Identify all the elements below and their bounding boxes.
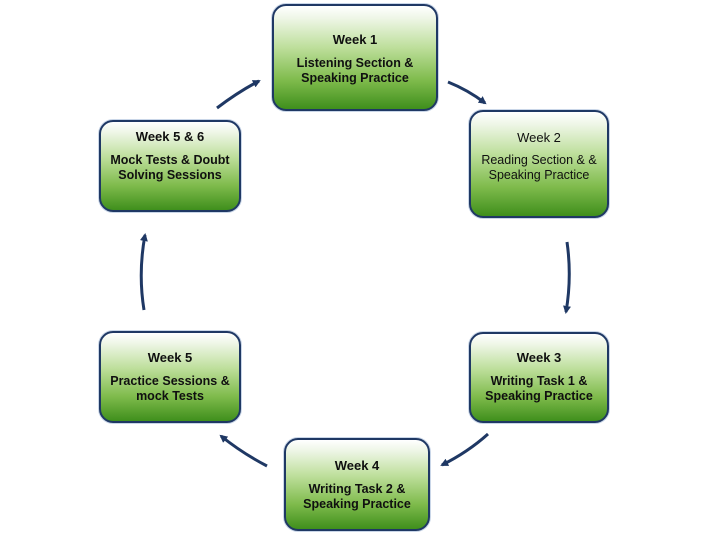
step-description: Writing Task 2 & Speaking Practice — [303, 482, 411, 511]
arrow-week1-to-week2 — [447, 80, 487, 105]
arrow-week56-to-week1 — [216, 79, 261, 110]
step-title: Week 5 & 6 — [135, 129, 205, 144]
step-description: Reading Section & & Speaking Practice — [481, 153, 597, 182]
step-week-5-6: Week 5 & 6 Mock Tests & Doubt Solving Se… — [99, 120, 241, 212]
step-week-5: Week 5 Practice Sessions & mock Tests — [99, 331, 241, 423]
step-description: Practice Sessions & mock Tests — [110, 374, 230, 403]
step-week-2: Week 2 Reading Section & & Speaking Prac… — [469, 110, 609, 218]
arrow-week2-to-week3 — [563, 241, 571, 314]
step-description: Mock Tests & Doubt Solving Sessions — [110, 153, 230, 182]
arrow-week5-to-week56 — [139, 233, 148, 311]
step-week-3: Week 3 Writing Task 1 & Speaking Practic… — [469, 332, 609, 423]
step-description: Writing Task 1 & Speaking Practice — [485, 374, 593, 403]
step-title: Week 3 — [516, 350, 562, 365]
step-description: Listening Section & Speaking Practice — [296, 56, 414, 85]
step-title: Week 5 — [147, 350, 193, 365]
step-week-1: Week 1 Listening Section & Speaking Prac… — [272, 4, 438, 111]
arrow-week4-to-week5 — [219, 434, 268, 468]
step-title: Week 1 — [332, 32, 378, 47]
step-title: Week 2 — [517, 130, 561, 145]
step-week-4: Week 4 Writing Task 2 & Speaking Practic… — [284, 438, 430, 531]
arrow-week3-to-week4 — [440, 432, 490, 467]
step-title: Week 4 — [334, 458, 380, 473]
